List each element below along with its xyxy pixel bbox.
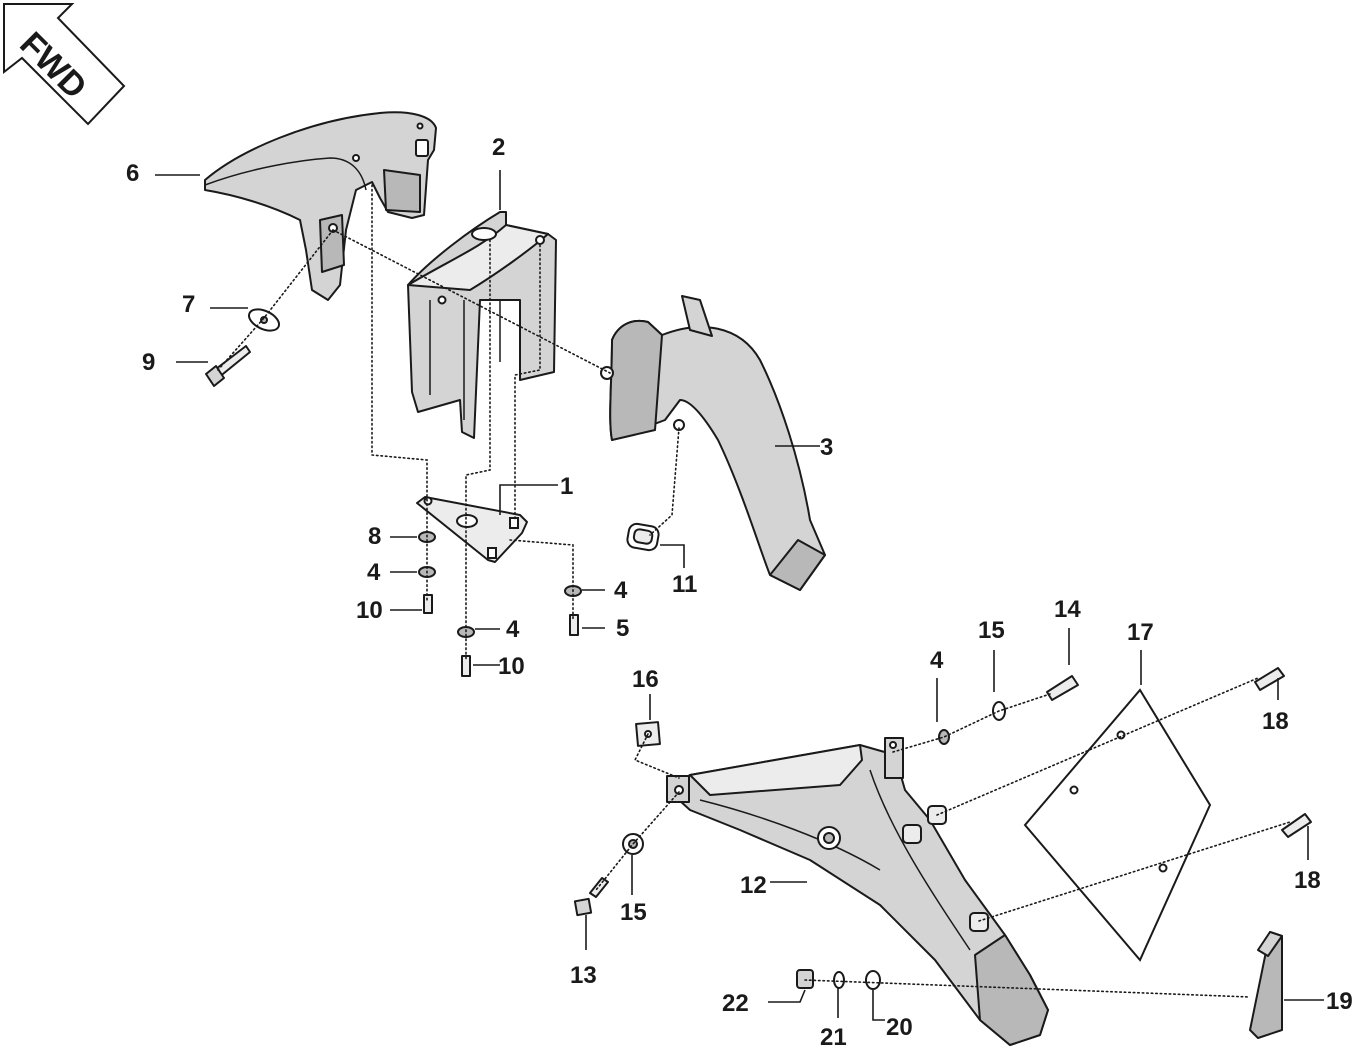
callout-10-left: 10: [356, 597, 383, 624]
callout-11: 11: [672, 571, 697, 598]
callout-16: 16: [632, 666, 659, 693]
forward-arrow-icon: FWD: [3, 3, 126, 126]
callout-1: 1: [560, 473, 573, 500]
callout-14: 14: [1054, 596, 1081, 623]
hardware-group-rear: [573, 667, 1312, 990]
callout-18-bottom: 18: [1294, 867, 1321, 894]
callout-4-left: 4: [367, 559, 381, 586]
inner-fender-bracket: [407, 211, 557, 439]
mounting-plate: [416, 496, 528, 563]
callout-4-right: 4: [614, 577, 628, 604]
assembly-lines: [217, 184, 1291, 998]
callout-6: 6: [126, 160, 139, 187]
callout-5: 5: [616, 615, 629, 642]
leader-lines: [155, 170, 1324, 1021]
callout-labels: 6 2 1 3 7 9 8 4 10 4 5 4 10 11 16 12 15 …: [126, 134, 1353, 1051]
callout-7: 7: [182, 291, 195, 318]
reflector: [1249, 931, 1283, 1039]
license-plate-bracket: [1023, 688, 1212, 962]
callout-9: 9: [142, 349, 155, 376]
callout-15-rear: 15: [978, 617, 1005, 644]
callout-21: 21: [820, 1024, 847, 1051]
callout-2: 2: [492, 134, 505, 161]
hardware-group-front: [205, 308, 660, 677]
callout-10-center: 10: [498, 653, 525, 680]
callout-19: 19: [1326, 988, 1353, 1015]
callout-12: 12: [740, 872, 767, 899]
rear-fender: [666, 737, 1049, 1046]
rear-inner-fender: [600, 295, 826, 591]
callout-4-rear: 4: [930, 647, 944, 674]
front-fender: [204, 111, 437, 301]
callout-20: 20: [886, 1014, 913, 1041]
callout-22: 22: [722, 990, 749, 1017]
callout-17: 17: [1127, 619, 1154, 646]
callout-3: 3: [820, 434, 833, 461]
callout-13: 13: [570, 962, 597, 989]
callout-4-center: 4: [506, 616, 520, 643]
callout-18-top: 18: [1262, 708, 1289, 735]
callout-15-left: 15: [620, 899, 647, 926]
callout-8: 8: [368, 523, 381, 550]
